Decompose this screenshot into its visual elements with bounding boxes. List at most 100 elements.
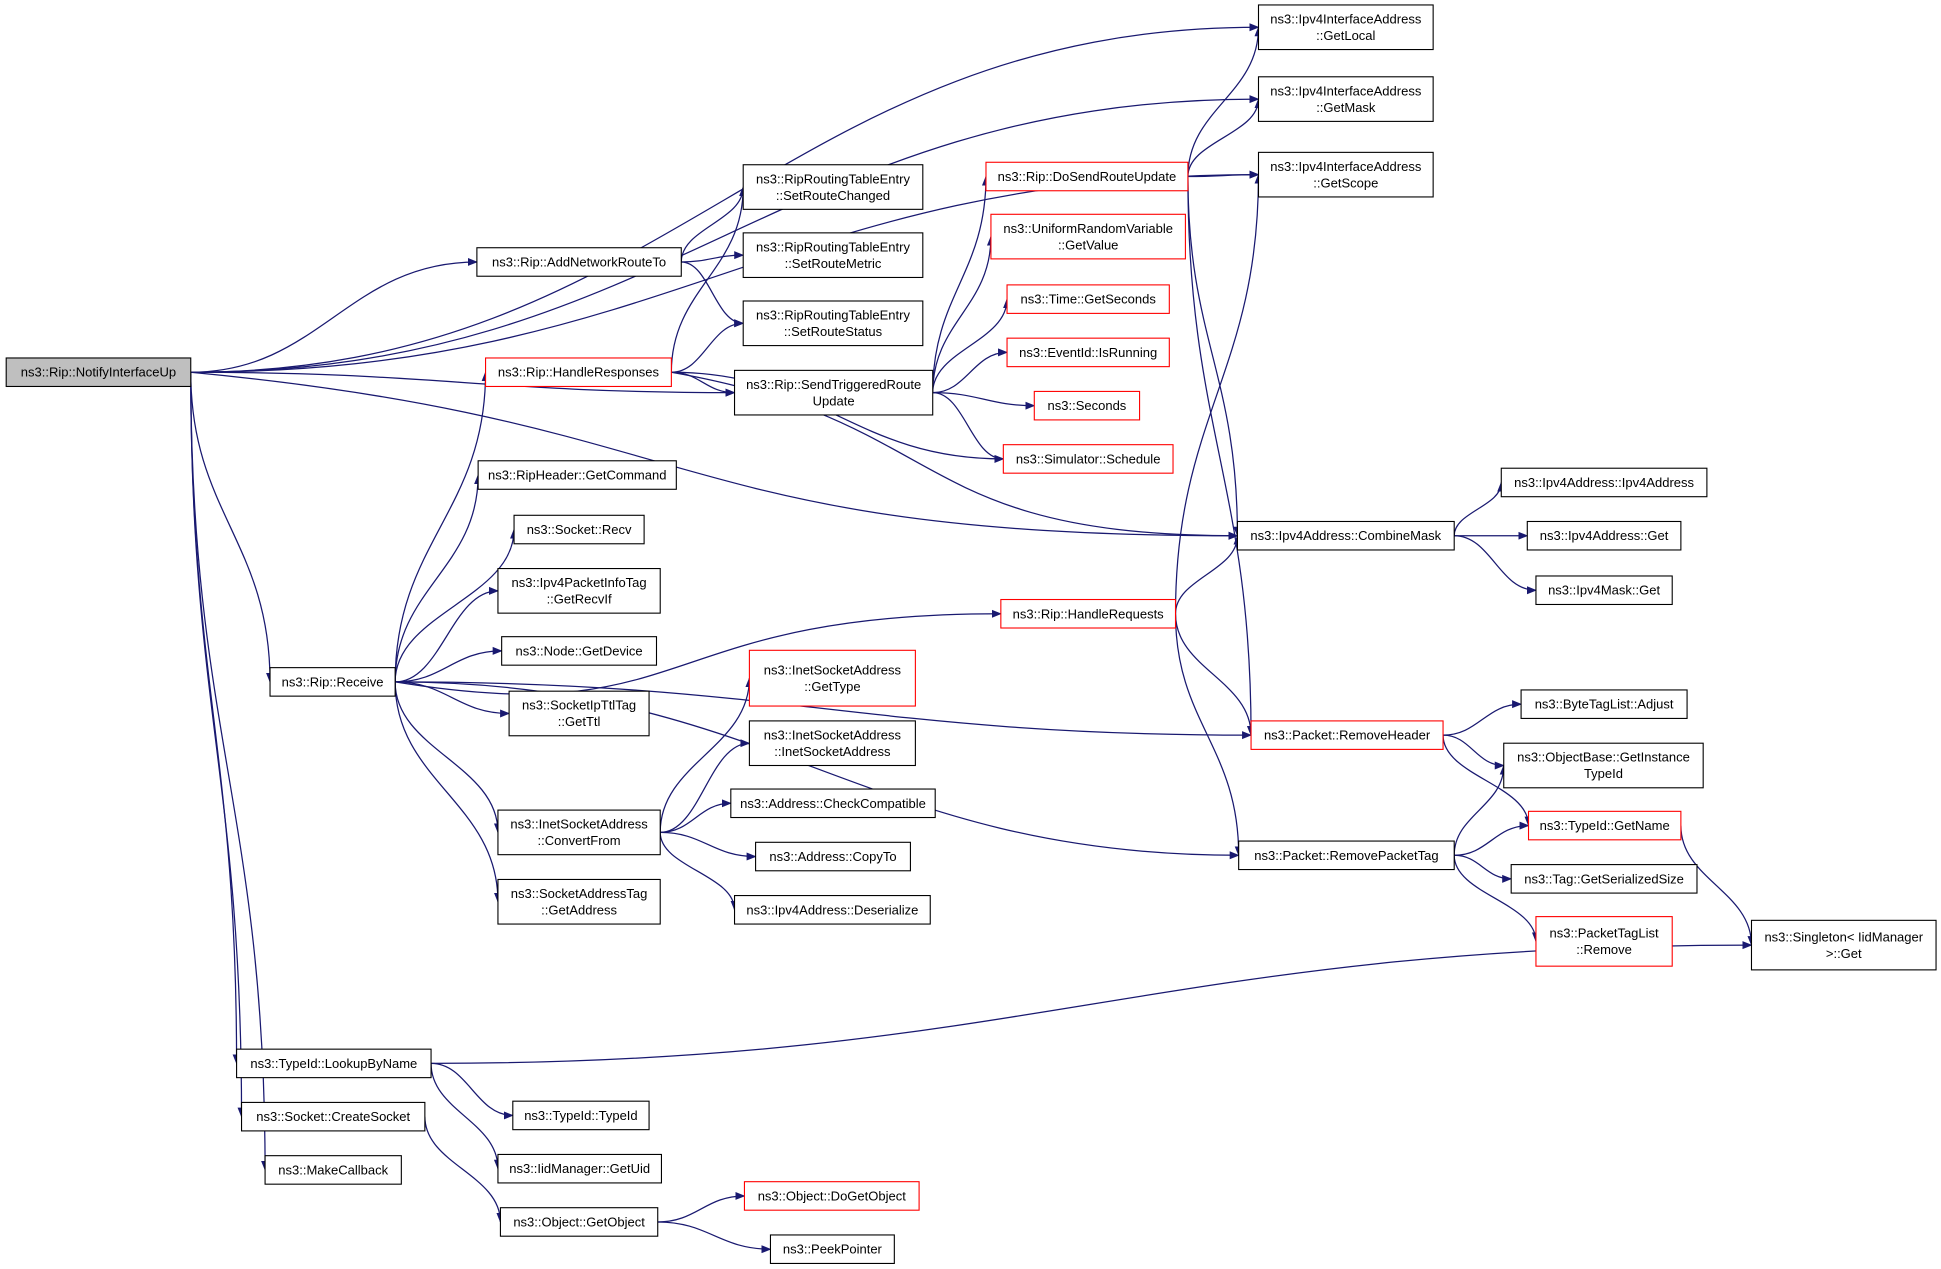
node-label: ::ConvertFrom — [538, 833, 621, 848]
call-edge-receive-to-sockrecv — [394, 528, 519, 682]
node-box — [1006, 284, 1170, 314]
node-box — [1033, 390, 1141, 421]
node-createsocket[interactable]: ns3::Socket::CreateSocket — [240, 1101, 426, 1132]
node-removepackettag[interactable]: ns3::Packet::RemovePacketTag — [1238, 840, 1455, 871]
call-edge-sendtriggered-to-dosendroute — [932, 175, 990, 393]
call-edge-root-to-receive — [190, 372, 275, 683]
node-deserialize[interactable]: ns3::Ipv4Address::Deserialize — [733, 895, 931, 925]
node-label: ns3::RipRoutingTableEntry — [756, 239, 910, 254]
node-schedule[interactable]: ns3::Simulator::Schedule — [1002, 444, 1174, 474]
node-ipv4addrget[interactable]: ns3::Ipv4Address::Get — [1526, 520, 1682, 551]
node-label: ::SetRouteStatus — [784, 324, 883, 339]
call-edge-root-to-lookupbyname — [190, 372, 241, 1065]
node-tagremove[interactable]: ns3::PacketTagList::Remove — [1535, 916, 1673, 967]
node-getuid[interactable]: ns3::IidManager::GetUid — [497, 1153, 663, 1184]
node-convertfrom[interactable]: ns3::InetSocketAddress::ConvertFrom — [497, 809, 661, 856]
call-edge-receive-to-sockaddrtag — [394, 681, 502, 903]
node-getobject[interactable]: ns3::Object::GetObject — [499, 1207, 659, 1237]
node-label: ns3::Simulator::Schedule — [1016, 451, 1161, 466]
node-getvalue[interactable]: ns3::UniformRandomVariable::GetValue — [990, 213, 1186, 260]
node-combinemask[interactable]: ns3::Ipv4Address::CombineMask — [1236, 520, 1455, 551]
node-removeheader[interactable]: ns3::Packet::RemoveHeader — [1250, 720, 1444, 750]
node-peekpointer[interactable]: ns3::PeekPointer — [769, 1234, 895, 1264]
node-box — [513, 514, 645, 545]
node-box — [1500, 467, 1708, 498]
node-seconds[interactable]: ns3::Seconds — [1033, 390, 1141, 421]
node-box — [733, 369, 934, 416]
node-box — [1510, 864, 1698, 894]
call-edge-sendtriggered-to-getvalue — [932, 235, 995, 393]
node-dogetobject[interactable]: ns3::Object::DoGetObject — [743, 1181, 920, 1211]
node-label: ::GetScope — [1313, 175, 1378, 190]
node-box — [512, 1100, 650, 1131]
node-sockaddrtag[interactable]: ns3::SocketAddressTag::GetAddress — [497, 878, 661, 925]
node-getsocktype[interactable]: ns3::InetSocketAddress::GetType — [748, 649, 916, 707]
node-label: ns3::Ipv4Address::CombineMask — [1250, 528, 1441, 543]
node-singletonget[interactable]: ns3::Singleton< IidManager >::Get — [1750, 919, 1937, 971]
call-edge-handlereq-to-getscope — [1174, 173, 1263, 614]
node-getrecvif[interactable]: ns3::Ipv4PacketInfoTag::GetRecvIf — [497, 568, 661, 614]
node-label: ns3::Ipv4Mask::Get — [1548, 583, 1660, 598]
node-getseconds[interactable]: ns3::Time::GetSeconds — [1006, 284, 1170, 314]
node-label: ns3::InetSocketAddress — [510, 817, 648, 832]
node-receive[interactable]: ns3::Rip::Receive — [269, 667, 396, 697]
node-label: ns3::SocketIpTtlTag — [522, 698, 636, 713]
node-setroutechanged[interactable]: ns3::RipRoutingTableEntry::SetRouteChang… — [742, 164, 924, 210]
node-handlereq[interactable]: ns3::Rip::HandleRequests — [1000, 598, 1177, 629]
node-addnet[interactable]: ns3::Rip::AddNetworkRouteTo — [476, 247, 682, 277]
node-dosendroute[interactable]: ns3::Rip::DoSendRouteUpdate — [985, 161, 1189, 192]
node-label: TypeId — [1584, 766, 1623, 781]
node-label: ns3::Ipv4InterfaceAddress — [1270, 159, 1422, 174]
call-edge-receive-to-handleresp — [394, 371, 490, 682]
node-label: ns3::PacketTagList — [1550, 926, 1660, 941]
node-typeidtypeid[interactable]: ns3::TypeId::TypeId — [512, 1100, 650, 1131]
node-getmask[interactable]: ns3::Ipv4InterfaceAddress::GetMask — [1257, 76, 1434, 122]
node-getscope[interactable]: ns3::Ipv4InterfaceAddress::GetScope — [1257, 151, 1434, 198]
node-label: ::GetLocal — [1316, 28, 1375, 43]
node-box — [1527, 810, 1682, 841]
node-box — [730, 788, 936, 819]
node-box — [497, 1153, 663, 1184]
call-edge-addnet-to-setroutemetric — [681, 251, 745, 263]
node-makecallback[interactable]: ns3::MakeCallback — [264, 1155, 402, 1185]
node-getdevice[interactable]: ns3::Node::GetDevice — [501, 636, 658, 666]
node-label: ns3::Rip::NotifyInterfaceUp — [21, 365, 176, 380]
node-setroutemetric[interactable]: ns3::RipRoutingTableEntry::SetRouteMetri… — [742, 232, 924, 279]
call-edge-sendtriggered-to-isrunning — [932, 348, 1009, 394]
node-ipv4maskget[interactable]: ns3::Ipv4Mask::Get — [1535, 575, 1673, 606]
call-edge-root-to-createsocket — [190, 372, 246, 1118]
node-root[interactable]: ns3::Rip::NotifyInterfaceUp — [5, 357, 192, 388]
node-lookupbyname[interactable]: ns3::TypeId::LookupByName — [236, 1048, 432, 1079]
node-label: ns3::Ipv4InterfaceAddress — [1270, 83, 1422, 98]
node-checkcompat[interactable]: ns3::Address::CheckCompatible — [730, 788, 936, 819]
call-edge-convertfrom-to-copyto — [660, 831, 757, 861]
call-edge-removepackettag-to-tagremove — [1453, 855, 1540, 943]
node-getttl[interactable]: ns3::SocketIpTtlTag::GetTtl — [508, 690, 650, 737]
node-adjust[interactable]: ns3::ByteTagList::Adjust — [1520, 689, 1688, 719]
call-edge-removeheader-to-getname — [1442, 735, 1533, 827]
node-label: ns3::TypeId::GetName — [1540, 818, 1670, 833]
node-ipv4address[interactable]: ns3::Ipv4Address::Ipv4Address — [1500, 467, 1708, 498]
call-edge-dosendroute-to-removeheader — [1187, 176, 1256, 737]
call-edge-convertfrom-to-inetsockaddr — [660, 739, 751, 834]
call-edge-receive-to-getrecvif — [395, 586, 499, 683]
call-edge-addnet-to-setroutechanged — [680, 186, 748, 262]
node-getserializedsize[interactable]: ns3::Tag::GetSerializedSize — [1510, 864, 1698, 894]
call-edge-getobject-to-peekpointer — [657, 1221, 772, 1254]
node-setroutestatus[interactable]: ns3::RipRoutingTableEntry::SetRouteStatu… — [742, 300, 924, 347]
node-getname[interactable]: ns3::TypeId::GetName — [1527, 810, 1682, 841]
node-box — [742, 164, 924, 210]
node-label: ns3::TypeId::TypeId — [524, 1108, 637, 1123]
node-copyto[interactable]: ns3::Address::CopyTo — [755, 841, 911, 872]
node-isrunning[interactable]: ns3::EventId::IsRunning — [1006, 337, 1170, 368]
node-inetsockaddr[interactable]: ns3::InetSocketAddress::InetSocketAddres… — [748, 720, 916, 767]
node-handleresp[interactable]: ns3::Rip::HandleResponses — [485, 357, 672, 388]
node-sockrecv[interactable]: ns3::Socket::Recv — [513, 514, 645, 545]
node-getcmd[interactable]: ns3::RipHeader::GetCommand — [477, 460, 677, 490]
node-getlocal[interactable]: ns3::Ipv4InterfaceAddress::GetLocal — [1257, 4, 1434, 51]
node-label: ns3::RipRoutingTableEntry — [756, 308, 910, 323]
call-edge-handleresp-to-setroutechanged — [670, 186, 748, 373]
node-box — [985, 161, 1189, 192]
